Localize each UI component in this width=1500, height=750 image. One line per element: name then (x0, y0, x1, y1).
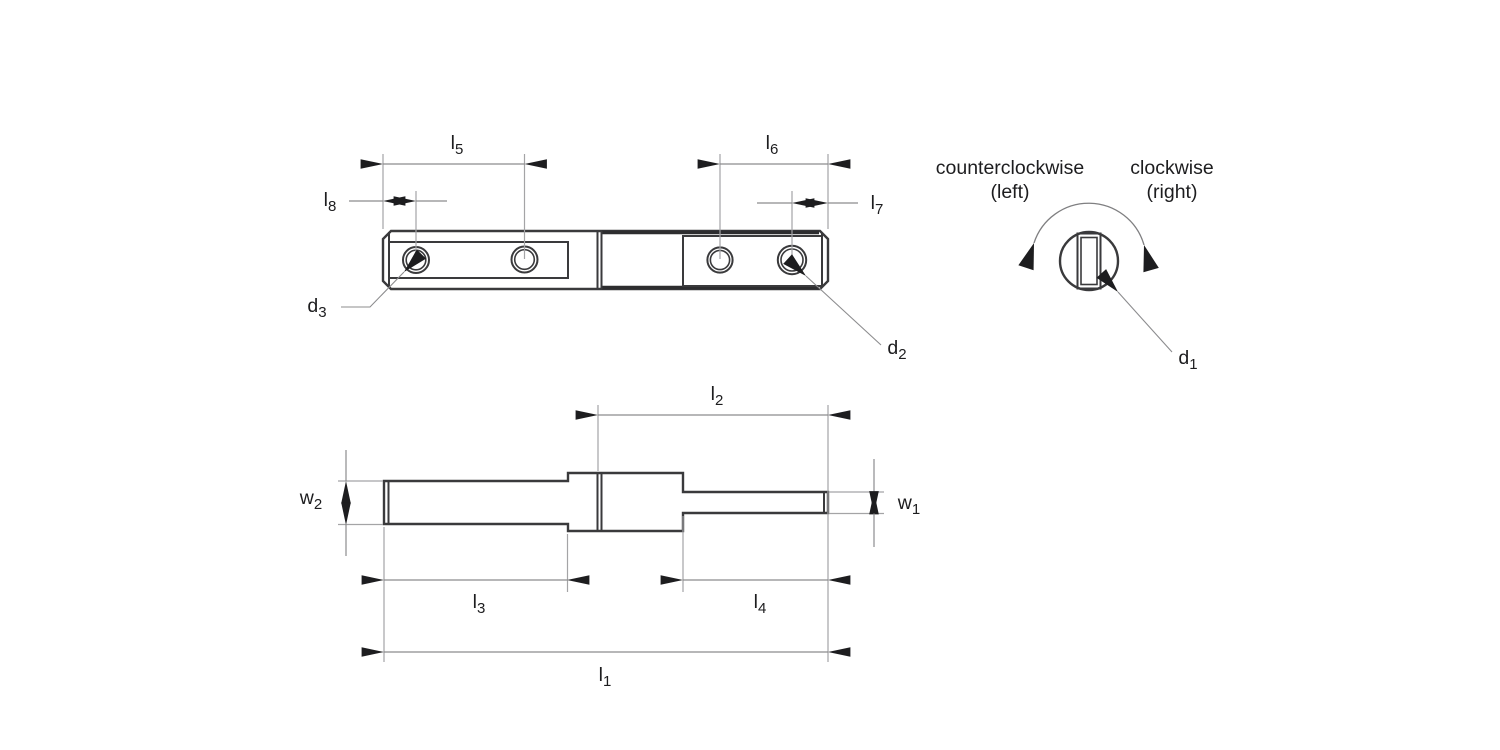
label-w1: w1 (897, 492, 920, 518)
label-d2: d2 (887, 337, 906, 363)
caption-right: (right) (1147, 181, 1198, 203)
leader-d1: d1 (1096, 269, 1198, 373)
dimension-w1: w1 (869, 459, 920, 547)
label-w2: w2 (299, 487, 322, 513)
dimension-w2: w2 (299, 450, 351, 556)
label-l1: l1 (599, 664, 612, 690)
leader-d3: d3 (307, 249, 427, 321)
label-l8: l8 (324, 189, 337, 215)
caption-counterclockwise: counterclockwise (936, 157, 1084, 179)
dimension-l5: l5 (360, 132, 547, 169)
top-view: l5 l8 l6 l7 d3 d2 (307, 132, 906, 363)
end-view: counterclockwise (left) clockwise (right… (936, 157, 1214, 373)
dimension-l3: l3 (361, 575, 590, 617)
dimension-l8: l8 (324, 189, 447, 215)
label-l4: l4 (754, 591, 767, 617)
leader-d2: d2 (783, 254, 907, 363)
label-l7: l7 (871, 192, 884, 218)
rotation-arc (1018, 202, 1159, 273)
dimension-l7: l7 (757, 192, 883, 218)
bar-outline (381, 229, 830, 291)
label-l3: l3 (473, 591, 486, 617)
right-pocket (682, 235, 823, 287)
label-d1: d1 (1178, 347, 1197, 373)
caption-clockwise: clockwise (1130, 157, 1213, 179)
label-d3: d3 (307, 295, 326, 321)
dimension-l4: l4 (660, 575, 851, 617)
side-view-extension-lines (338, 405, 884, 662)
label-l5: l5 (451, 132, 464, 158)
label-l6: l6 (766, 132, 779, 158)
side-view: l2 l3 l4 l1 w2 w1 (299, 383, 920, 690)
dimension-l1: l1 (361, 647, 851, 690)
shaft-end-circle (1058, 230, 1120, 292)
dimension-l2: l2 (575, 383, 851, 420)
label-l2: l2 (711, 383, 724, 409)
left-pocket (388, 241, 569, 279)
shaft-profile (382, 471, 830, 533)
caption-left: (left) (991, 181, 1030, 203)
dimension-l6: l6 (697, 132, 851, 169)
